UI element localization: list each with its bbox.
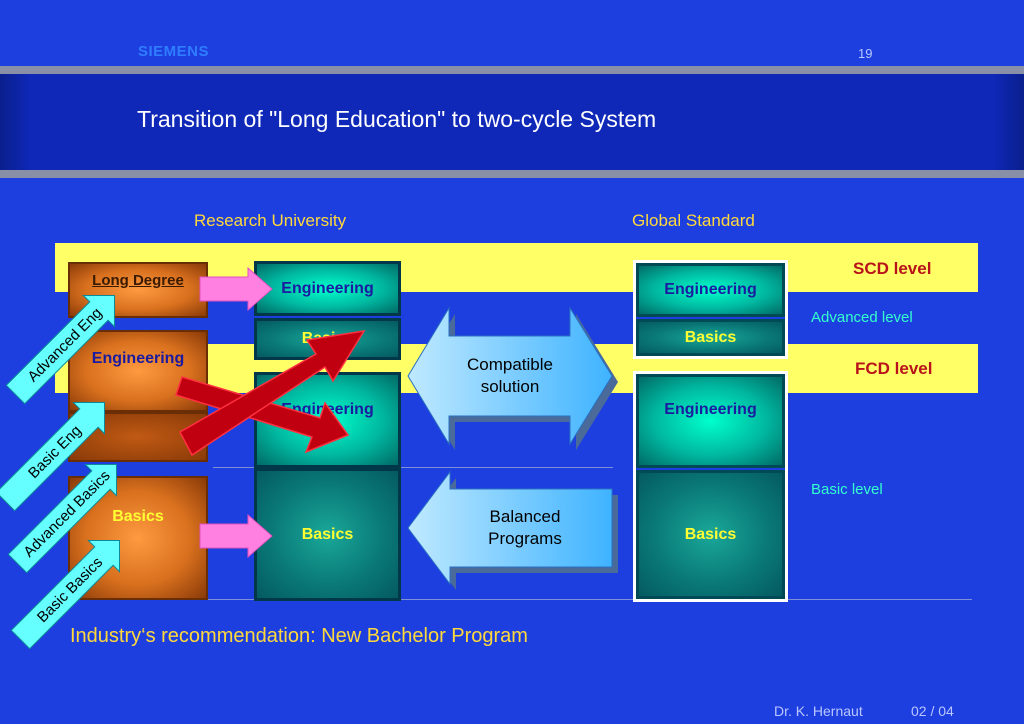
research-engineering-top-label: Engineering (281, 279, 374, 297)
footer-date: 02 / 04 (911, 703, 954, 719)
red-arrow-up (179, 330, 366, 457)
heading-global-standard: Global Standard (632, 211, 755, 230)
recommendation-text: Industry‘s recommendation: New Bachelor … (70, 625, 528, 647)
footer-author: Dr. K. Hernaut (774, 703, 863, 719)
balanced-programs-arrow (407, 470, 613, 586)
balanced-programs-text: Balanced Programs (488, 507, 562, 548)
siemens-logo: SIEMENS (138, 43, 210, 60)
global-engineering-top-label: Engineering (664, 281, 757, 298)
long-degree-basics-label: Basics (112, 508, 164, 525)
research-basics-bottom-label: Basics (301, 525, 354, 543)
divider-bottom (200, 599, 972, 600)
fcd-level-label: FCD level (855, 359, 933, 378)
title-band (0, 66, 1024, 178)
pink-arrow-top (199, 266, 273, 312)
global-engineering-bottom: Engineering (636, 374, 785, 468)
long-degree-engineering-label: Engineering (91, 350, 185, 367)
slide-number: 19 (858, 46, 873, 61)
slide-title: Transition of "Long Education" to two-cy… (137, 106, 657, 132)
heading-research-university: Research University (194, 211, 347, 230)
global-engineering-top: Engineering (636, 263, 785, 317)
global-engineering-bottom-label: Engineering (664, 401, 757, 418)
research-engineering-top: Engineering (254, 261, 401, 316)
global-basics-bottom: Basics (636, 470, 785, 599)
global-basics-top: Basics (636, 319, 785, 356)
pink-arrow-bottom (199, 513, 273, 559)
compatible-solution-text: Compatible solution (467, 355, 553, 396)
red-arrow-down (175, 376, 350, 454)
basic-eng-arrow (0, 402, 105, 512)
advanced-level-label: Advanced level (811, 309, 913, 326)
basic-basics-arrow (10, 540, 120, 650)
global-top-frame (633, 260, 788, 359)
global-basics-top-label: Basics (684, 328, 737, 346)
advanced-eng-arrow (5, 295, 115, 405)
basic-level-label: Basic level (811, 481, 883, 498)
long-degree-title: Long Degree (92, 272, 184, 289)
divider-mid (213, 467, 613, 468)
scd-level-label: SCD level (853, 259, 932, 278)
global-basics-bottom-label: Basics (684, 525, 737, 543)
advanced-basics-arrow (7, 464, 117, 574)
global-bottom-frame (633, 371, 788, 602)
compatible-solution-arrow (407, 306, 613, 446)
